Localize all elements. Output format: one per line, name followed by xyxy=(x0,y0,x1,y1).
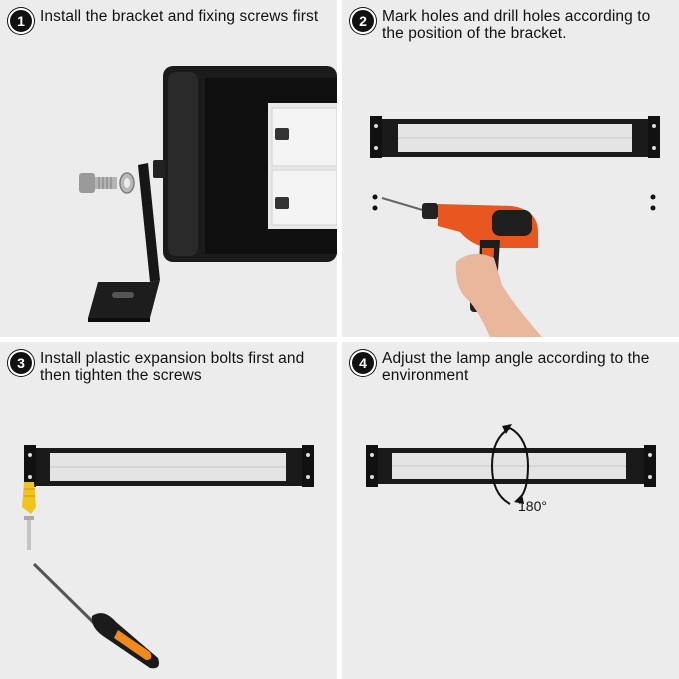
step-3-panel: 3 Install plastic expansion bolts first … xyxy=(0,342,337,679)
rotate-arrow-icon xyxy=(490,424,530,505)
step-4-panel: 180° 4 Adjust the lamp angle according t… xyxy=(342,342,679,679)
lamp-bar xyxy=(370,116,660,158)
lamp-bar xyxy=(366,445,656,487)
hole-marks xyxy=(372,194,656,211)
step-4-header: 4 Adjust the lamp angle according to the… xyxy=(350,350,673,384)
step-2-text: Mark holes and drill holes according to … xyxy=(382,8,651,42)
drill-icon xyxy=(381,197,538,312)
step-4-text: Adjust the lamp angle according to the e… xyxy=(382,350,650,384)
anchor-icon xyxy=(22,482,36,514)
rotation-label: 180° xyxy=(518,498,547,514)
step-2-header: 2 Mark holes and drill holes according t… xyxy=(350,8,673,42)
step-2-illustration xyxy=(370,116,660,337)
hand-icon xyxy=(455,253,542,337)
step-3-illustration xyxy=(22,445,314,669)
step-4-illustration xyxy=(366,424,656,505)
step-number-badge: 2 xyxy=(350,8,376,34)
step-1-text: Install the bracket and fixing screws fi… xyxy=(40,8,319,25)
lamp-housing-closeup xyxy=(153,66,337,262)
step-1-panel: 1 Install the bracket and fixing screws … xyxy=(0,0,337,337)
lamp-bar xyxy=(24,445,314,487)
bracket-icon xyxy=(88,163,160,322)
screw-icon xyxy=(24,516,34,550)
step-1-illustration xyxy=(79,66,337,322)
step-1-header: 1 Install the bracket and fixing screws … xyxy=(8,8,331,34)
step-3-header: 3 Install plastic expansion bolts first … xyxy=(8,350,331,384)
step-number-badge: 4 xyxy=(350,350,376,376)
step-number-badge: 3 xyxy=(8,350,34,376)
step-number-badge: 1 xyxy=(8,8,34,34)
step-3-text: Install plastic expansion bolts first an… xyxy=(40,350,305,384)
washer-icon xyxy=(119,172,135,194)
step-2-panel: 2 Mark holes and drill holes according t… xyxy=(342,0,679,337)
screwdriver-icon xyxy=(32,562,159,669)
bolt-icon xyxy=(79,173,117,193)
